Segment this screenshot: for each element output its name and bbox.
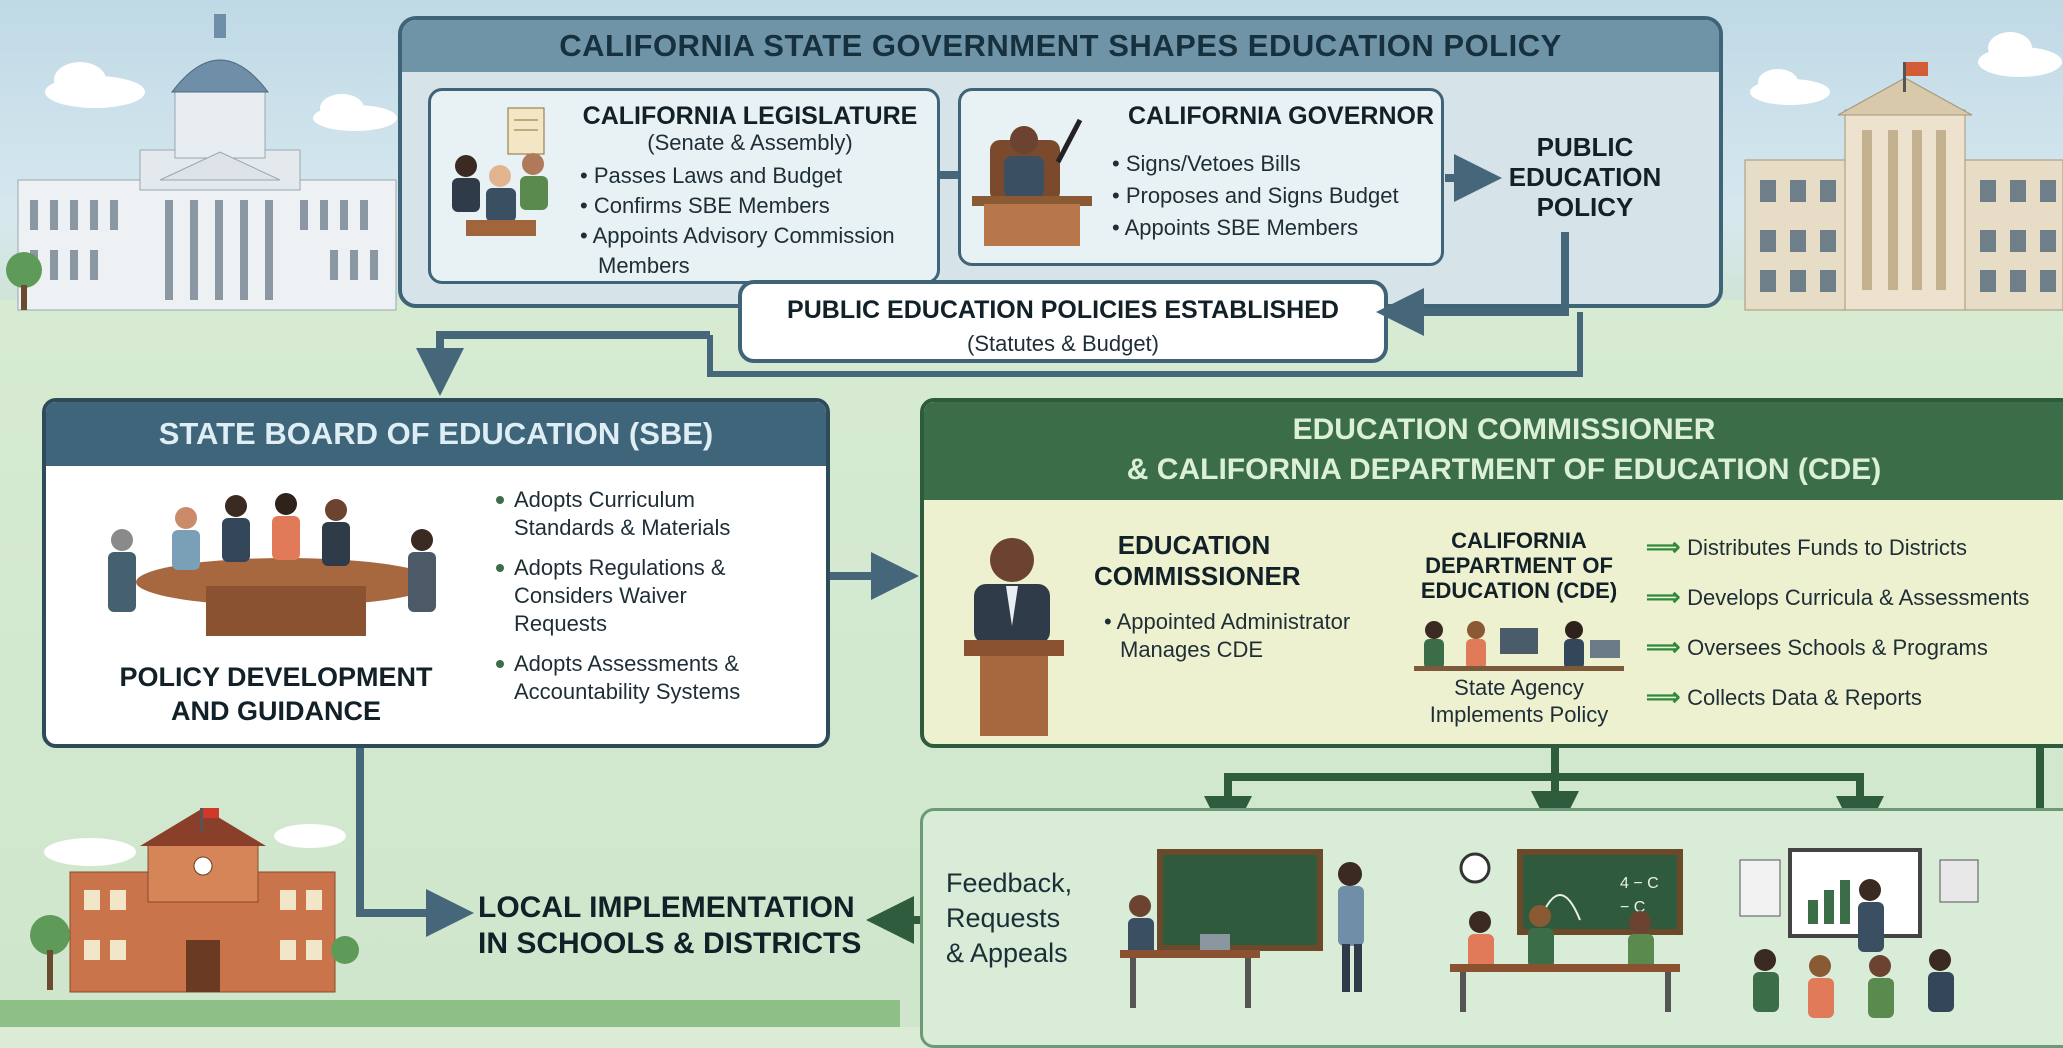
- cde-function-text: Collects Data & Reports: [1687, 685, 1922, 710]
- cde-title: EDUCATION COMMISSIONER & CALIFORNIA DEPA…: [924, 402, 2063, 500]
- cde-function-item: ⟹ Distributes Funds to Districts: [1646, 534, 2063, 562]
- feedback-line: Requests: [946, 903, 1061, 933]
- sbe-line: Considers Waiver: [514, 583, 687, 608]
- feedback-line: & Appeals: [946, 938, 1068, 968]
- governor-item: • Signs/Vetoes Bills: [1112, 151, 1301, 176]
- cde-title-line: & CALIFORNIA DEPARTMENT OF EDUCATION (CD…: [1126, 453, 1882, 486]
- legislators-icon: [452, 107, 548, 236]
- commissioner-item: • Appointed Administrator: [1104, 609, 1351, 634]
- governor-icon: [972, 118, 1092, 246]
- commissioner-icon: [964, 538, 1064, 736]
- sbe-line: Accountability Systems: [514, 679, 741, 704]
- cde-function-text: Distributes Funds to Districts: [1687, 535, 1968, 560]
- sbe-line: Standards & Materials: [514, 515, 731, 540]
- legislature-item: • Confirms SBE Members: [580, 193, 830, 218]
- legislature-item: • Appoints Advisory Commission: [580, 223, 895, 248]
- commissioner-title-line: EDUCATION: [1117, 530, 1271, 560]
- public-education-policy-line: EDUCATION: [1508, 162, 1662, 192]
- classroom-scenes-illustration: 4 − C − C: [1120, 848, 1979, 1018]
- board-meeting-icon: [108, 493, 436, 636]
- bullet-dot-icon: [496, 660, 504, 668]
- arrow-right-icon: ⟹: [1646, 684, 1688, 711]
- arrow-right-icon: ⟹: [1646, 534, 1688, 561]
- cde-function-item: ⟹ Oversees Schools & Programs: [1646, 634, 2063, 662]
- sbe-caption-line: POLICY DEVELOPMENT: [119, 662, 433, 692]
- department-title-line: DEPARTMENT OF: [1425, 553, 1613, 578]
- sbe-line: Adopts Assessments &: [514, 651, 739, 676]
- sbe-title: STATE BOARD OF EDUCATION (SBE): [46, 402, 826, 466]
- department-title-line: CALIFORNIA: [1451, 528, 1587, 553]
- local-implementation-line: IN SCHOOLS & DISTRICTS: [478, 927, 862, 960]
- grass-strip: [0, 1000, 900, 1027]
- sbe-line: Adopts Regulations &: [514, 555, 726, 580]
- legislature-item: Members: [598, 253, 690, 278]
- cde-functions-list: ⟹ Distributes Funds to Districts ⟹ Devel…: [1646, 534, 2063, 712]
- cde-panel: EDUCATION COMMISSIONER & CALIFORNIA DEPA…: [920, 398, 2063, 748]
- sbe-caption-line: AND GUIDANCE: [170, 696, 381, 726]
- feedback-line: Feedback,: [946, 868, 1073, 898]
- governor-item: • Appoints SBE Members: [1112, 215, 1359, 240]
- scenery-illustration: [6, 14, 2063, 993]
- cde-function-item: ⟹ Collects Data & Reports: [1646, 684, 2063, 712]
- cde-function-item: ⟹ Develops Curricula & Assessments: [1646, 584, 2063, 612]
- commissioner-title-line: COMMISSIONER: [1094, 561, 1301, 591]
- school-building: [30, 808, 359, 993]
- public-education-policy-line: PUBLIC: [1536, 132, 1634, 162]
- department-caption-line: State Agency: [1454, 675, 1584, 700]
- governor-title: CALIFORNIA GOVERNOR: [1128, 102, 1435, 130]
- sbe-list-item-text: Adopts Assessments & Accountability Syste…: [514, 650, 740, 706]
- policies-established-title: PUBLIC EDUCATION POLICIES ESTABLISHED: [787, 296, 1339, 324]
- public-education-policy-line: POLICY: [1536, 192, 1634, 222]
- sbe-line: Requests: [514, 611, 607, 636]
- feedback-label: Feedback, Requests & Appeals: [946, 866, 1072, 971]
- state-government-title: CALIFORNIA STATE GOVERNMENT SHAPES EDUCA…: [402, 20, 1719, 72]
- bullet-dot-icon: [496, 496, 504, 504]
- cde-title-line: EDUCATION COMMISSIONER: [1292, 413, 1716, 446]
- capitol-building: [6, 14, 397, 311]
- bullet-dot-icon: [496, 564, 504, 572]
- sbe-line: Adopts Curriculum: [514, 487, 695, 512]
- staff-workers-icon: [1414, 621, 1624, 671]
- department-title-line: EDUCATION (CDE): [1420, 578, 1618, 603]
- local-implementation-line: LOCAL IMPLEMENTATION: [478, 891, 855, 924]
- commissioner-item: Manages CDE: [1120, 637, 1264, 662]
- sbe-list-item: Adopts Assessments & Accountability Syste…: [496, 650, 826, 706]
- policies-established-subtitle: (Statutes & Budget): [967, 331, 1159, 356]
- policies-established-box: PUBLIC EDUCATION POLICIES ESTABLISHED (S…: [738, 280, 1388, 363]
- cde-function-text: Oversees Schools & Programs: [1687, 635, 1988, 660]
- svg-text:4 − C: 4 − C: [1620, 875, 1659, 892]
- state-building: [1744, 62, 2063, 311]
- department-title: CALIFORNIA DEPARTMENT OF EDUCATION (CDE): [1414, 528, 1624, 603]
- department-caption-line: Implements Policy: [1429, 702, 1609, 727]
- legislature-subtitle: (Senate & Assembly): [647, 130, 853, 155]
- department-caption: State Agency Implements Policy: [1414, 674, 1624, 728]
- local-implementation-title: LOCAL IMPLEMENTATION IN SCHOOLS & DISTRI…: [478, 890, 861, 962]
- legislature-title: CALIFORNIA LEGISLATURE: [582, 102, 918, 130]
- governor-item: • Proposes and Signs Budget: [1112, 183, 1399, 208]
- arrow-right-icon: ⟹: [1646, 584, 1688, 611]
- cde-function-text: Develops Curricula & Assessments: [1687, 585, 2030, 610]
- legislature-item: • Passes Laws and Budget: [580, 163, 843, 188]
- sbe-caption: POLICY DEVELOPMENT AND GUIDANCE: [86, 660, 466, 728]
- commissioner-title: EDUCATION COMMISSIONER: [1094, 530, 1301, 592]
- arrow-right-icon: ⟹: [1646, 634, 1688, 661]
- sbe-panel: STATE BOARD OF EDUCATION (SBE) POLICY DE…: [42, 398, 830, 748]
- public-education-policy-label: PUBLIC EDUCATION POLICY: [1505, 132, 1665, 222]
